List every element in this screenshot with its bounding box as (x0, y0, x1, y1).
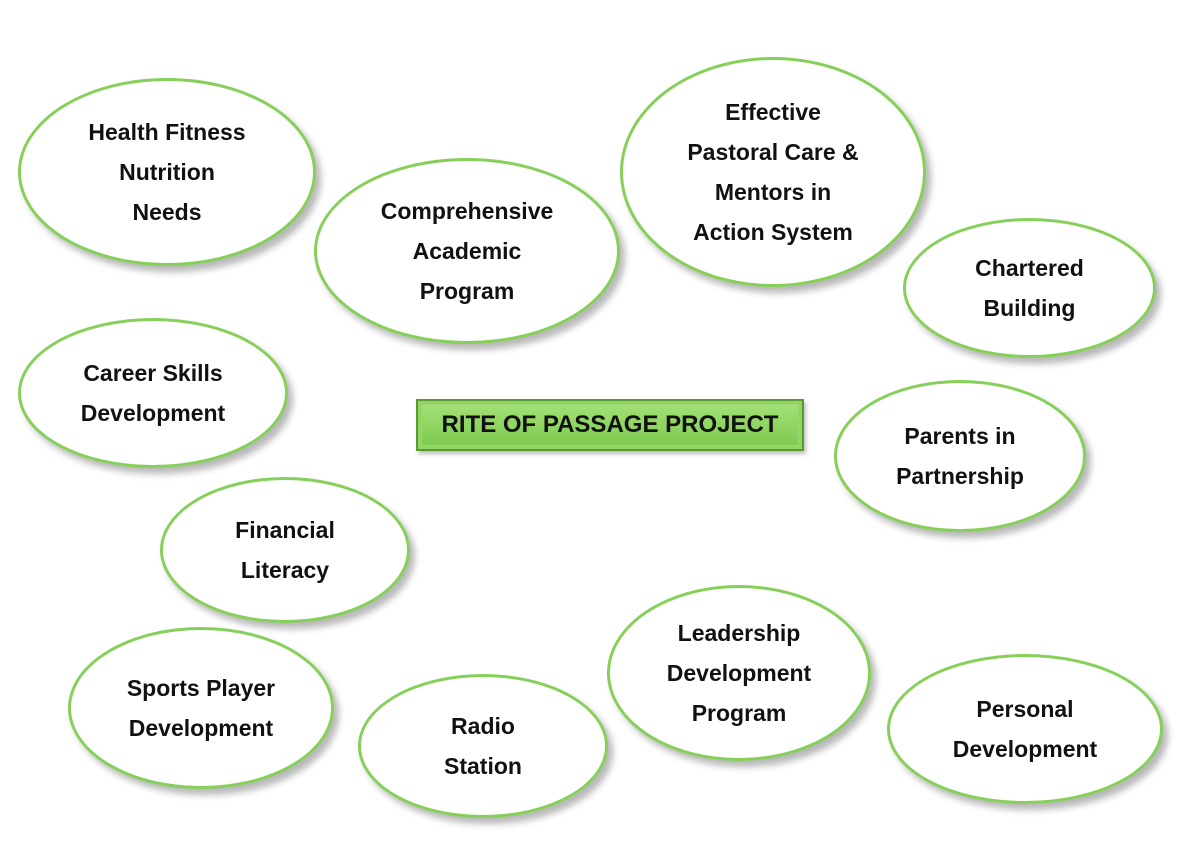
node-parents-in-partnership: Parents in Partnership (834, 380, 1086, 532)
node-label-line: Comprehensive (380, 198, 554, 224)
node-label-line: Program (691, 700, 787, 726)
node-leadership-development-program: Leadership Development Program (607, 585, 871, 761)
node-label-line: Health Fitness (88, 119, 246, 145)
node-label-line: Development (666, 660, 812, 686)
node-label-line: Building (983, 295, 1076, 321)
node-label-line: Mentors in (714, 179, 832, 205)
central-title: RITE OF PASSAGE PROJECT (441, 411, 779, 438)
node-health-fitness-nutrition: Health Fitness Nutrition Needs (18, 78, 316, 266)
node-label-line: Development (80, 400, 226, 426)
node-label-line: Station (444, 753, 522, 779)
node-label-line: Nutrition (119, 159, 215, 185)
node-label-line: Literacy (240, 557, 330, 583)
node-label-line: Effective (725, 99, 821, 125)
node-label-line: Development (952, 736, 1098, 762)
node-radio-station: Radio Station (358, 674, 608, 818)
node-label-line: Action System (693, 219, 853, 245)
node-chartered-building: Chartered Building (903, 218, 1156, 358)
node-sports-player-development: Sports Player Development (68, 627, 334, 789)
node-personal-development: Personal Development (887, 654, 1163, 804)
node-label-line: Career Skills (83, 360, 223, 386)
node-label-line: Program (419, 278, 515, 304)
node-label-line: Development (128, 715, 274, 741)
node-label-line: Sports Player (126, 675, 276, 701)
node-label-line: Academic (412, 238, 522, 264)
node-label-line: Pastoral Care & (687, 139, 859, 165)
node-label-line: Needs (132, 199, 202, 225)
node-label-line: Leadership (677, 620, 801, 646)
node-label-line: Chartered (975, 255, 1084, 281)
node-label-line: Parents in (904, 423, 1016, 449)
node-label-line: Personal (976, 696, 1074, 722)
node-label-line: Radio (451, 713, 515, 739)
node-pastoral-care-mentors: Effective Pastoral Care & Mentors in Act… (620, 57, 926, 287)
node-label-line: Partnership (896, 463, 1024, 489)
node-label-line: Financial (235, 517, 335, 543)
node-comprehensive-academic-program: Comprehensive Academic Program (314, 158, 620, 344)
node-financial-literacy: Financial Literacy (160, 477, 410, 623)
central-title-box: RITE OF PASSAGE PROJECT (416, 399, 804, 451)
node-career-skills-development: Career Skills Development (18, 318, 288, 468)
